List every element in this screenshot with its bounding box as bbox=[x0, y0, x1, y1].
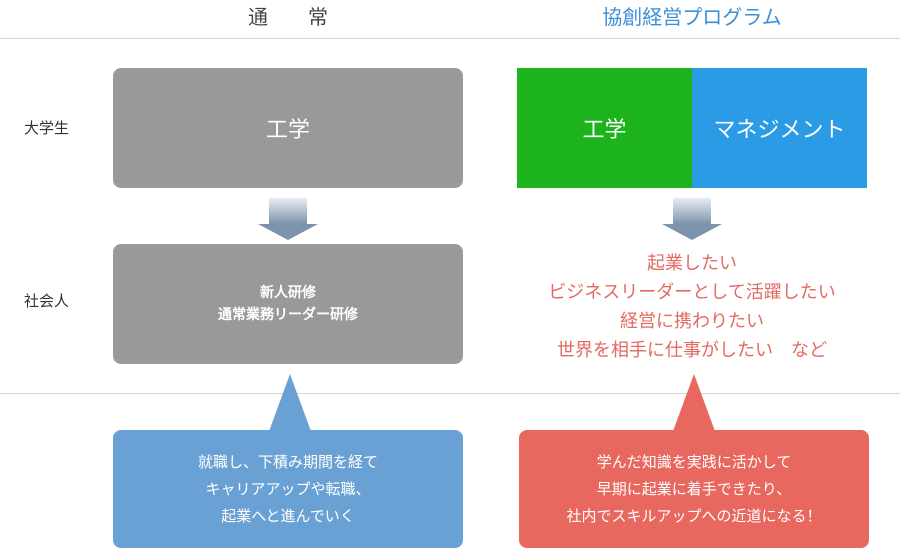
program-callout-line-2: 早期に起業に着手できたり、 bbox=[596, 479, 792, 498]
program-engineering-label: 工学 bbox=[582, 118, 627, 143]
normal-worker-line-1: 新人研修 bbox=[260, 285, 316, 301]
normal-down-arrow-icon bbox=[258, 198, 318, 240]
normal-worker-line-2: 通常業務リーダー研修 bbox=[218, 307, 358, 323]
program-column-header: 協創経営プログラム bbox=[602, 5, 782, 29]
normal-student-box: 工学 bbox=[113, 68, 463, 188]
program-management-box: マネジメント bbox=[692, 68, 867, 188]
program-down-arrow-icon bbox=[662, 198, 722, 240]
row-label-student: 大学生 bbox=[24, 119, 70, 137]
program-callout-pointer bbox=[672, 374, 716, 434]
goal-line-1: 起業したい bbox=[647, 253, 737, 274]
normal-callout-line-2: キャリアアップや転職、 bbox=[205, 479, 371, 498]
normal-callout-line-3: 起業へと進んでいく bbox=[221, 506, 355, 525]
normal-callout-pointer bbox=[268, 374, 312, 434]
program-engineering-box: 工学 bbox=[517, 68, 692, 188]
goal-line-2: ビジネスリーダーとして活躍したい bbox=[548, 282, 836, 303]
program-callout-line-1: 学んだ知識を実践に活かして bbox=[596, 452, 792, 471]
section-divider bbox=[0, 393, 900, 394]
normal-callout-line-1: 就職し、下積み期間を経て bbox=[197, 452, 378, 471]
header-divider bbox=[0, 38, 900, 39]
goal-line-3: 経営に携わりたい bbox=[620, 311, 764, 332]
program-goals: 起業したい ビジネスリーダーとして活躍したい 経営に携わりたい 世界を相手に仕事… bbox=[505, 249, 879, 365]
program-callout-line-3: 社内でスキルアップへの近道になる！ bbox=[566, 506, 822, 525]
normal-callout: 就職し、下積み期間を経て キャリアアップや転職、 起業へと進んでいく bbox=[113, 430, 463, 548]
row-label-worker: 社会人 bbox=[24, 292, 70, 310]
normal-column-header: 通 常 bbox=[248, 5, 328, 29]
goal-line-4: 世界を相手に仕事がしたい など bbox=[557, 340, 827, 361]
program-management-label: マネジメント bbox=[713, 118, 846, 143]
normal-student-label: 工学 bbox=[265, 118, 310, 143]
normal-worker-box: 新人研修 通常業務リーダー研修 bbox=[113, 244, 463, 364]
program-callout: 学んだ知識を実践に活かして 早期に起業に着手できたり、 社内でスキルアップへの近… bbox=[519, 430, 869, 548]
